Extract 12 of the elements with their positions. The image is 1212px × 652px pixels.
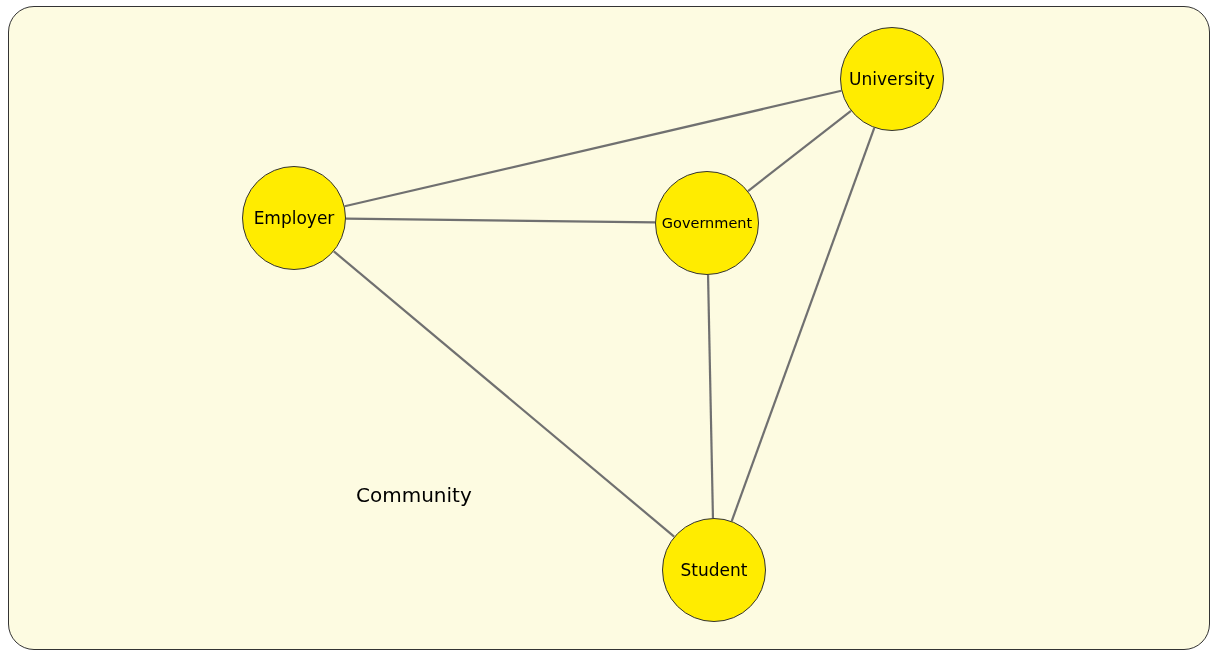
panel-label: Community xyxy=(356,483,472,507)
connector-line xyxy=(747,110,852,192)
connector-line xyxy=(333,250,675,538)
node-label: Student xyxy=(680,560,748,580)
node-label: Government xyxy=(661,215,753,231)
node-label: Employer xyxy=(253,208,335,228)
connector-line xyxy=(344,89,842,208)
connector-line xyxy=(346,217,655,224)
node-label: University xyxy=(849,69,935,89)
community-panel xyxy=(8,6,1210,650)
connector-line xyxy=(706,274,715,519)
connector-line xyxy=(730,127,876,522)
